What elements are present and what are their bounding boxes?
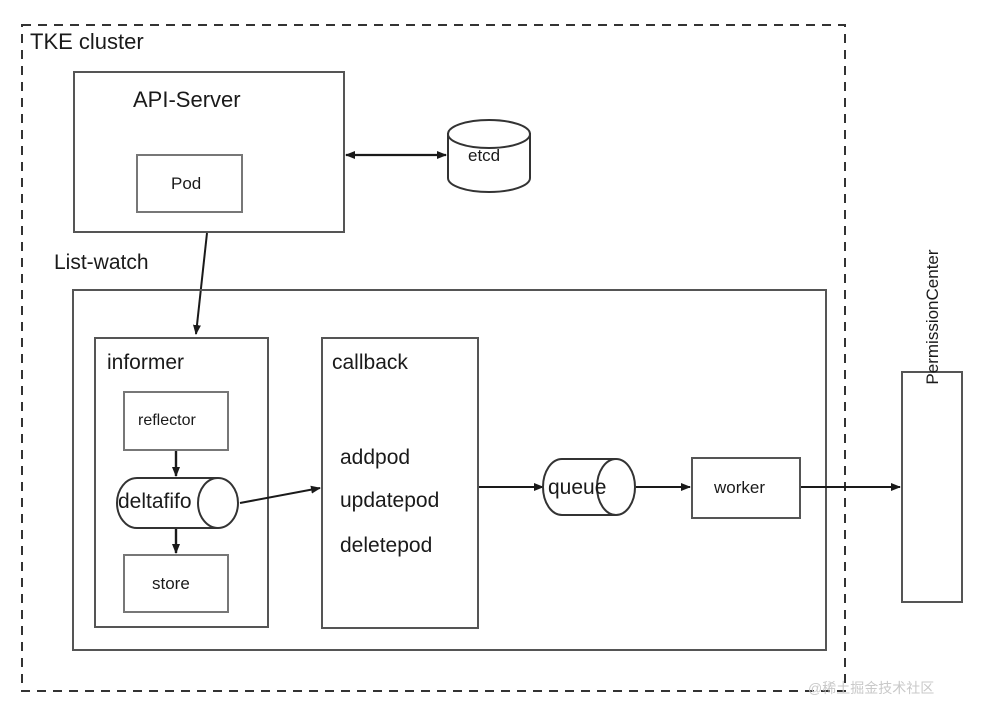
callback-item-updatepod: updatepod	[340, 489, 440, 512]
permission-center-label: PermissionCenter	[922, 249, 942, 385]
callback-box	[321, 337, 479, 629]
api-server-label: API-Server	[133, 87, 241, 112]
list-watch-label: List-watch	[54, 251, 149, 274]
callback-label: callback	[332, 351, 408, 374]
arrow-deltafifo-callback	[239, 485, 321, 504]
reflector-label: reflector	[138, 412, 196, 429]
store-box	[123, 554, 229, 613]
controller-container-box	[72, 289, 827, 651]
queue-label: queue	[548, 476, 607, 499]
arrow-listwatch	[192, 232, 208, 335]
callback-item-addpod: addpod	[340, 446, 411, 469]
informer-label: informer	[107, 351, 185, 374]
pod-label: Pod	[171, 174, 202, 193]
deltafifo-cylinder	[116, 477, 239, 529]
tke-cluster-boundary	[21, 24, 846, 692]
worker-box	[691, 457, 801, 519]
queue-cylinder	[542, 458, 636, 516]
callback-item-deletepod: deletepod	[340, 534, 433, 557]
reflector-box	[123, 391, 229, 451]
etcd-label: etcd	[468, 146, 501, 165]
etcd-cylinder	[447, 119, 531, 193]
permission-center-box	[901, 371, 963, 603]
worker-label: worker	[714, 478, 766, 497]
store-label: store	[152, 574, 190, 593]
deltafifo-label: deltafifo	[118, 490, 192, 513]
watermark: @稀土掘金技术社区	[808, 680, 935, 696]
pod-box	[136, 154, 243, 213]
tke-cluster-label: TKE cluster	[30, 29, 144, 54]
